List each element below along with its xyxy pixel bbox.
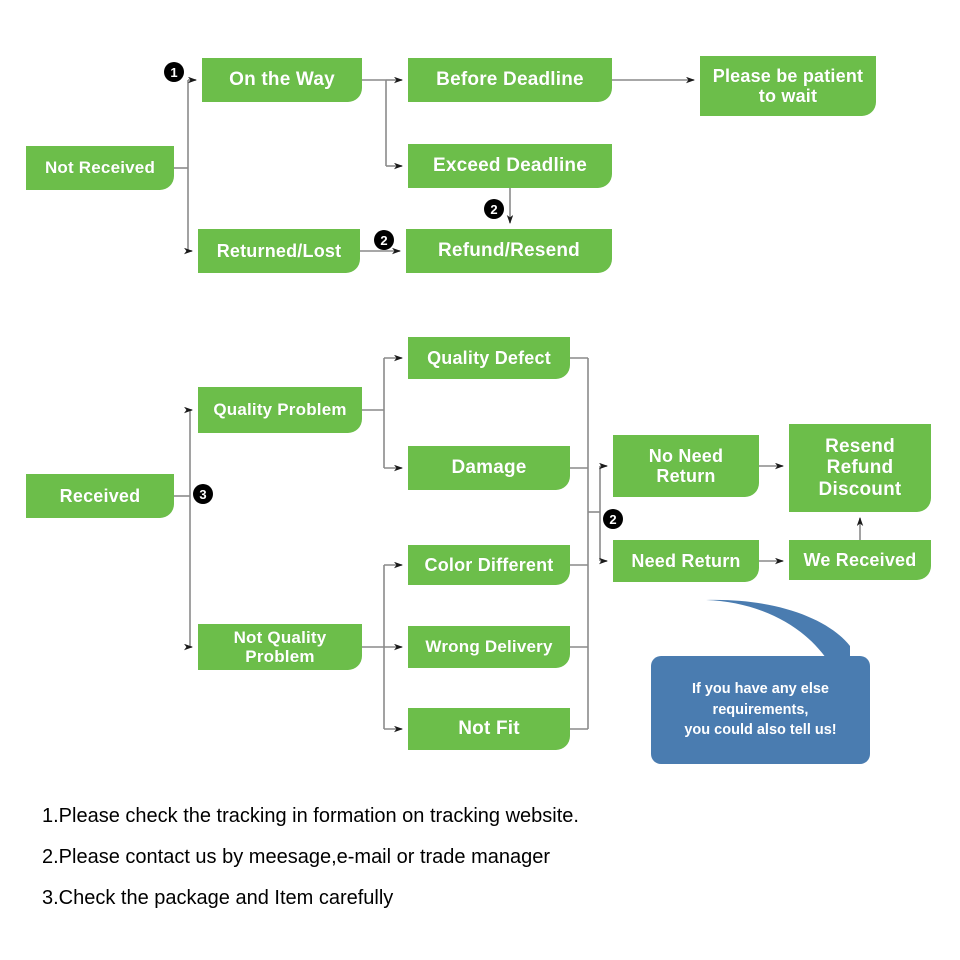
footer-note-1: 1.Please check the tracking in formation… — [42, 805, 579, 827]
bubble-line-2: requirements, — [712, 701, 809, 718]
node-returned-lost[interactable]: Returned/Lost — [198, 229, 360, 273]
node-no-need-return[interactable]: No Need Return — [613, 435, 759, 497]
node-resend-refund-discount[interactable]: Resend Refund Discount — [789, 424, 931, 512]
node-damage[interactable]: Damage — [408, 446, 570, 490]
footer-note-2: 2.Please contact us by meesage,e-mail or… — [42, 846, 551, 868]
node-need-return[interactable]: Need Return — [613, 540, 759, 582]
node-please-be-patient[interactable]: Please be patient to wait — [700, 56, 876, 116]
node-color-different[interactable]: Color Different — [408, 545, 570, 585]
node-refund-resend[interactable]: Refund/Resend — [406, 229, 612, 273]
footer-note-3: 3.Check the package and Item carefully — [42, 887, 394, 909]
step-badge-1: 1 — [164, 62, 184, 82]
node-not-received[interactable]: Not Received — [26, 146, 174, 190]
node-before-deadline[interactable]: Before Deadline — [408, 58, 612, 102]
node-on-the-way[interactable]: On the Way — [202, 58, 362, 102]
step-badge-2-returned-lost: 2 — [374, 230, 394, 250]
bubble-line-3: you could also tell us! — [684, 722, 837, 739]
node-wrong-delivery[interactable]: Wrong Delivery — [408, 626, 570, 668]
step-badge-2-return-decision: 2 — [603, 509, 623, 529]
node-we-received[interactable]: We Received — [789, 540, 931, 580]
requirements-speech-bubble: If you have any else requirements, you c… — [651, 656, 870, 764]
bubble-line-1: If you have any else — [691, 681, 829, 698]
footer-notes: 1.Please check the tracking in formation… — [42, 806, 922, 929]
step-badge-3-received: 3 — [193, 484, 213, 504]
node-exceed-deadline[interactable]: Exceed Deadline — [408, 144, 612, 188]
node-received[interactable]: Received — [26, 474, 174, 518]
node-not-fit[interactable]: Not Fit — [408, 708, 570, 750]
node-quality-problem[interactable]: Quality Problem — [198, 387, 362, 433]
step-badge-2-exceed-deadline: 2 — [484, 199, 504, 219]
node-not-quality-problem[interactable]: Not Quality Problem — [198, 624, 362, 670]
node-quality-defect[interactable]: Quality Defect — [408, 337, 570, 379]
